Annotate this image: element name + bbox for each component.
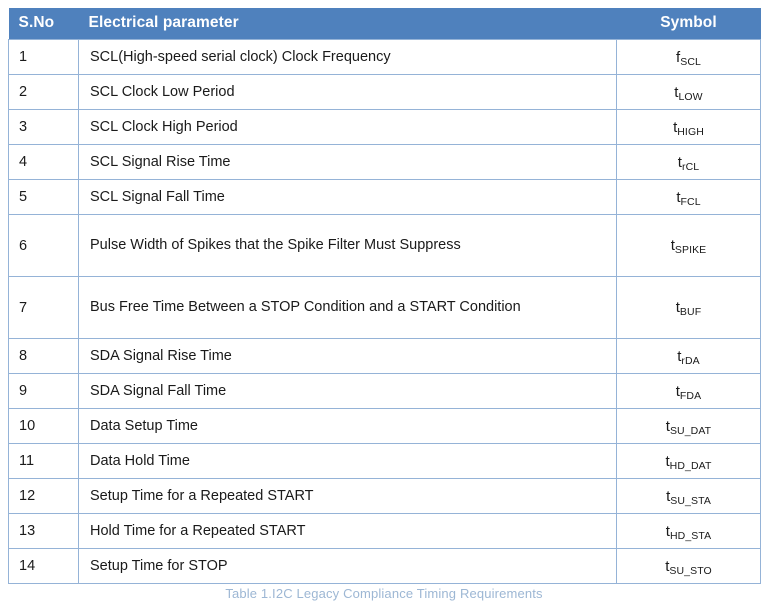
symbol-cell: tFDA [616,373,761,409]
symbol-base: t [670,237,675,254]
symbol-base: t [677,153,682,171]
symbol-subscript: FDA [679,389,702,402]
row-index-cell: 10 [8,408,79,444]
row-index-cell: 6 [8,214,79,277]
parameter-cell: Setup Time for STOP [78,548,617,584]
symbol-cell: tSPIKE [616,214,761,277]
symbol-subscript: LOW [678,90,703,103]
column-header-symbol: Symbol [616,8,761,40]
symbol-cell: trCL [616,144,761,180]
symbol-subscript: rDA [681,354,700,367]
parameter-cell: Hold Time for a Repeated START [78,513,617,549]
row-index-cell: 12 [8,478,79,514]
symbol-subscript: SCL [680,55,701,68]
symbol-subscript: FCL [680,195,701,208]
row-index-cell: 5 [8,179,79,215]
symbol-base: t [676,188,681,206]
parameter-cell: SDA Signal Rise Time [78,338,617,374]
parameter-cell: Bus Free Time Between a STOP Condition a… [78,276,617,339]
symbol-cell: fSCL [616,39,761,75]
symbol-subscript: rCL [681,160,700,173]
symbol-cell: tHIGH [616,109,761,145]
symbol-cell: tSU_STA [616,478,761,514]
row-index-cell: 8 [8,338,79,374]
symbol-base: t [674,83,679,101]
symbol-cell: tSU_STO [616,548,761,584]
symbol-cell: tLOW [616,74,761,110]
table-header-row: S.No Electrical parameter Symbol [8,8,761,40]
symbol-cell: tHD_DAT [616,443,761,479]
row-index-cell: 1 [8,39,79,75]
row-index-cell: 3 [8,109,79,145]
symbol-cell: tFCL [616,179,761,215]
parameter-cell: Data Setup Time [78,408,617,444]
symbol-subscript: SU_STA [670,494,711,507]
row-index-cell: 14 [8,548,79,584]
parameter-cell: SDA Signal Fall Time [78,373,617,409]
row-index-cell: 2 [8,74,79,110]
symbol-base: t [666,487,671,505]
symbol-subscript: HD_DAT [669,459,712,472]
symbol-cell: tSU_DAT [616,408,761,444]
parameter-cell: SCL(High-speed serial clock) Clock Frequ… [78,39,617,75]
parameter-cell: SCL Signal Fall Time [78,179,617,215]
row-index-cell: 9 [8,373,79,409]
symbol-base: t [665,522,670,540]
parameter-cell: SCL Clock Low Period [78,74,617,110]
symbol-base: t [675,382,680,400]
row-index-cell: 13 [8,513,79,549]
parameter-cell: SCL Clock High Period [78,109,617,145]
symbol-cell: tBUF [616,276,761,339]
parameter-cell: Data Hold Time [78,443,617,479]
table-caption: Table 1.I2C Legacy Compliance Timing Req… [225,586,543,601]
symbol-subscript: SU_DAT [669,424,712,437]
parameter-cell: Setup Time for a Repeated START [78,478,617,514]
parameter-cell: SCL Signal Rise Time [78,144,617,180]
row-index-cell: 7 [8,276,79,339]
column-header-sno: S.No [8,8,79,40]
symbol-base: f [676,48,681,66]
symbol-subscript: SPIKE [674,244,707,256]
symbol-cell: tHD_STA [616,513,761,549]
parameter-cell: Pulse Width of Spikes that the Spike Fil… [78,214,617,277]
symbol-base: t [675,299,680,316]
symbol-subscript: HIGH [677,125,704,138]
symbol-base: t [673,118,678,136]
row-index-cell: 4 [8,144,79,180]
symbol-base: t [665,417,670,435]
symbol-subscript: BUF [679,306,702,318]
symbol-base: t [677,347,682,365]
symbol-base: t [665,452,670,470]
column-header-electrical-parameter: Electrical parameter [78,8,617,40]
symbol-cell: trDA [616,338,761,374]
symbol-base: t [665,557,670,575]
table-header: S.No Electrical parameter Symbol [8,8,761,40]
row-index-cell: 11 [8,443,79,479]
symbol-subscript: SU_STO [669,564,712,577]
symbol-subscript: HD_STA [669,529,712,542]
